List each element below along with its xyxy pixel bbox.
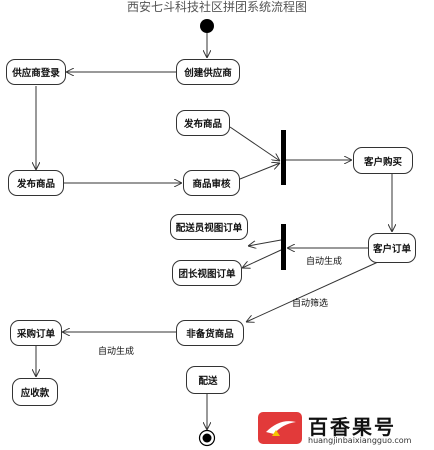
node-product-review: 商品审核 [183, 170, 240, 196]
node-create-supplier: 创建供应商 [176, 59, 240, 85]
node-delivery: 配送 [186, 366, 230, 394]
node-stock-product: 非备货商品 [176, 320, 244, 346]
edge-review-fork [239, 163, 280, 180]
end-node-inner [202, 433, 212, 443]
edge-label-auto-generate-2: 自动生成 [98, 347, 135, 357]
edge-fork-delivery-view [248, 239, 282, 246]
edge-order-stock [246, 261, 379, 322]
edge-label-auto-generate-1: 自动生成 [306, 257, 343, 267]
watermark-url: huangjinbaixiangguo.com [308, 436, 412, 445]
node-supplier-login: 供应商登录 [6, 59, 66, 85]
fork-bar-1 [281, 130, 286, 185]
watermark-brand-text: 百香果号 [308, 415, 396, 439]
fork-bar-2 [281, 224, 286, 270]
node-publish-product-top: 发布商品 [176, 110, 230, 136]
start-node [200, 19, 214, 33]
diagram-title: 西安七斗科技社区拼团系统流程图 [126, 0, 307, 14]
edge-fork-leader-view [242, 249, 282, 268]
watermark-logo-icon [258, 412, 302, 444]
node-payable: 应收款 [12, 378, 58, 406]
edge-publishtop-fork [229, 126, 280, 161]
node-delivery-view-order: 配送员视图订单 [170, 214, 248, 240]
node-publish-product-left: 发布商品 [8, 170, 64, 196]
edge-label-auto-filter: 自动筛选 [292, 299, 329, 309]
watermark: 百香果号 huangjinbaixiangguo.com [252, 408, 434, 450]
node-leader-view-order: 团长视图订单 [172, 260, 242, 286]
node-customer-order: 客户订单 [368, 233, 416, 263]
node-customer-purchase: 客户购买 [353, 147, 413, 174]
node-purchase-order: 采购订单 [10, 320, 62, 346]
